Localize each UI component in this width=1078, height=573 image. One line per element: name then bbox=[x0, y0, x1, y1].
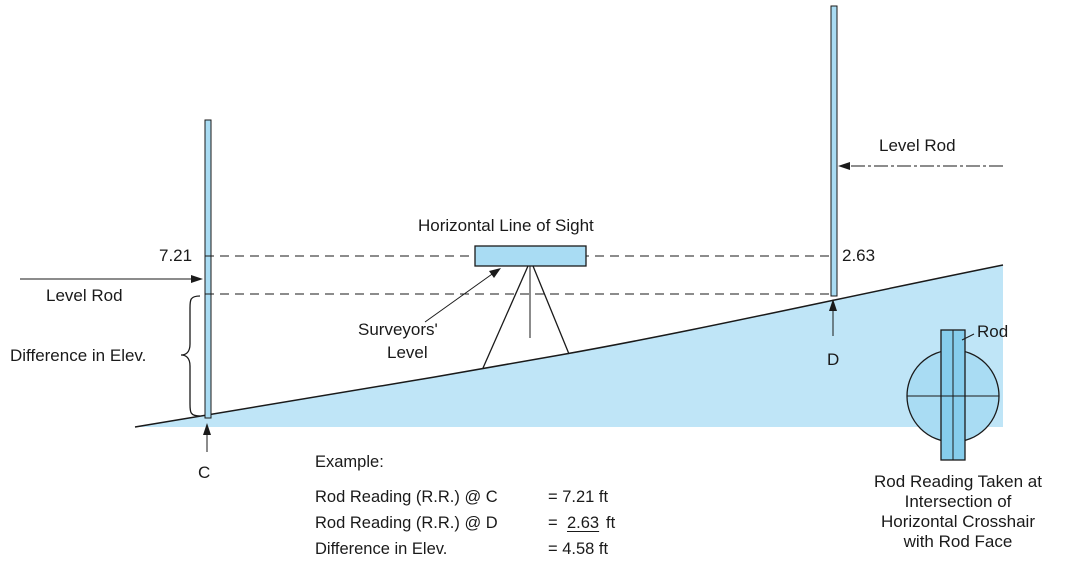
label-point-c: C bbox=[198, 463, 211, 482]
example-row2-eq: = bbox=[548, 514, 558, 532]
label-horizontal-line-of-sight: Horizontal Line of Sight bbox=[418, 216, 594, 235]
crosshair-inset bbox=[906, 329, 1000, 461]
label-rod: Rod bbox=[977, 322, 1009, 341]
example-heading: Example: bbox=[315, 453, 384, 471]
arrowhead-point-d bbox=[829, 299, 837, 311]
label-point-d: D bbox=[827, 350, 840, 369]
caption-line1: Rod Reading Taken at bbox=[874, 472, 1042, 491]
arrowhead-level-rod-right bbox=[838, 162, 850, 170]
difference-brace bbox=[180, 295, 201, 417]
label-level-rod-left: Level Rod bbox=[46, 286, 123, 305]
ground-surface-line bbox=[134, 264, 1004, 428]
label-difference-in-elev: Difference in Elev. bbox=[10, 346, 147, 365]
label-level-rod-right: Level Rod bbox=[879, 136, 956, 155]
example-row1-value: = 7.21 ft bbox=[548, 488, 609, 506]
rod-pointer-line bbox=[961, 333, 975, 341]
caption-line3: Horizontal Crosshair bbox=[881, 512, 1035, 531]
label-surveyors-level-line2: Level bbox=[387, 343, 428, 362]
arrowhead-surveyors-level bbox=[489, 268, 501, 278]
caption-line4: with Rod Face bbox=[903, 532, 1013, 551]
label-reading-d: 2.63 bbox=[842, 246, 876, 265]
example-row1-label: Rod Reading (R.R.) @ C bbox=[315, 488, 498, 506]
example-row3-value: = 4.58 ft bbox=[548, 540, 609, 558]
level-rod-d bbox=[830, 5, 838, 297]
example-row2-label: Rod Reading (R.R.) @ D bbox=[315, 514, 498, 532]
arrow-surveyors-level bbox=[424, 271, 496, 323]
tripod-leg-right bbox=[532, 265, 570, 355]
surveyors-level-instrument bbox=[474, 245, 587, 267]
caption-line2: Intersection of bbox=[904, 492, 1012, 511]
example-row2-number: 2.63 bbox=[567, 514, 600, 532]
arrowhead-point-c bbox=[203, 423, 211, 435]
arrowhead-level-rod-left bbox=[191, 275, 203, 283]
example-row3-label: Difference in Elev. bbox=[315, 540, 448, 558]
example-row2-unit: ft bbox=[606, 514, 616, 532]
level-rod-c bbox=[204, 119, 212, 419]
tripod-leg-left bbox=[482, 265, 529, 369]
ground-slope bbox=[135, 265, 1003, 427]
crosshair-caption: Rod Reading Taken at Intersection of Hor… bbox=[848, 472, 1068, 552]
label-reading-c: 7.21 bbox=[159, 246, 193, 265]
label-surveyors-level-line1: Surveyors' bbox=[358, 320, 438, 339]
